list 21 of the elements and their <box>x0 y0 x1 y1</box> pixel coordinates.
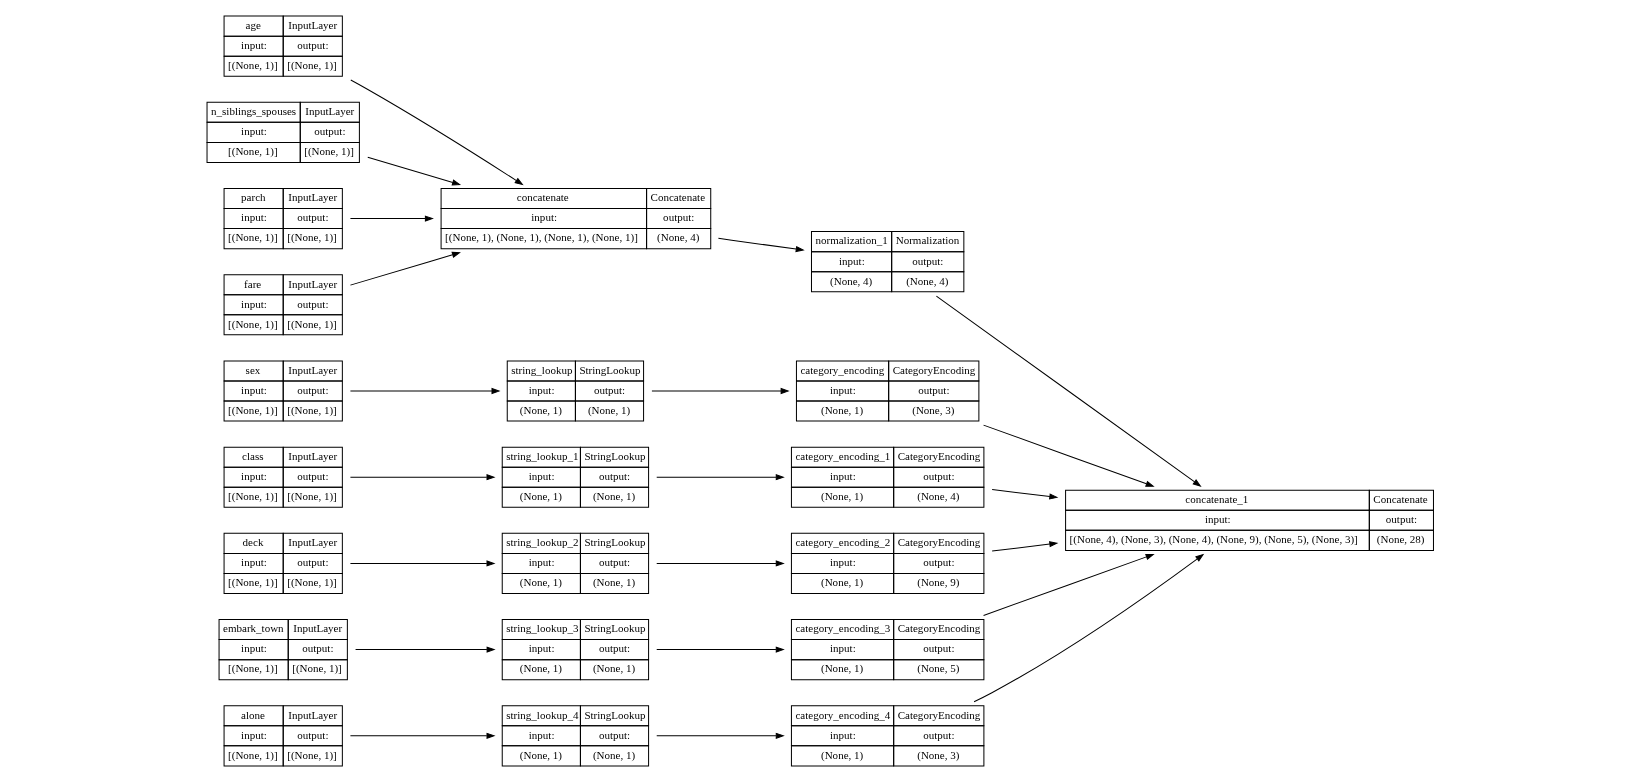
arrow <box>366 156 460 186</box>
arrow <box>349 251 460 286</box>
arrow <box>354 646 495 653</box>
arrow <box>349 79 523 185</box>
arrow <box>655 474 784 481</box>
arrow <box>655 646 784 653</box>
arrow <box>349 732 494 739</box>
arrow <box>935 295 1201 487</box>
arrow <box>982 553 1154 616</box>
arrow <box>973 554 1203 703</box>
arrow <box>349 474 494 481</box>
arrow <box>349 388 499 394</box>
arrow <box>982 424 1154 487</box>
arrow <box>991 541 1057 552</box>
arrow <box>991 489 1057 500</box>
arrow <box>717 237 804 253</box>
arrow <box>655 560 784 567</box>
arrow <box>650 388 789 394</box>
arrow <box>349 560 494 567</box>
arrow <box>655 732 784 739</box>
arrow <box>349 215 433 222</box>
